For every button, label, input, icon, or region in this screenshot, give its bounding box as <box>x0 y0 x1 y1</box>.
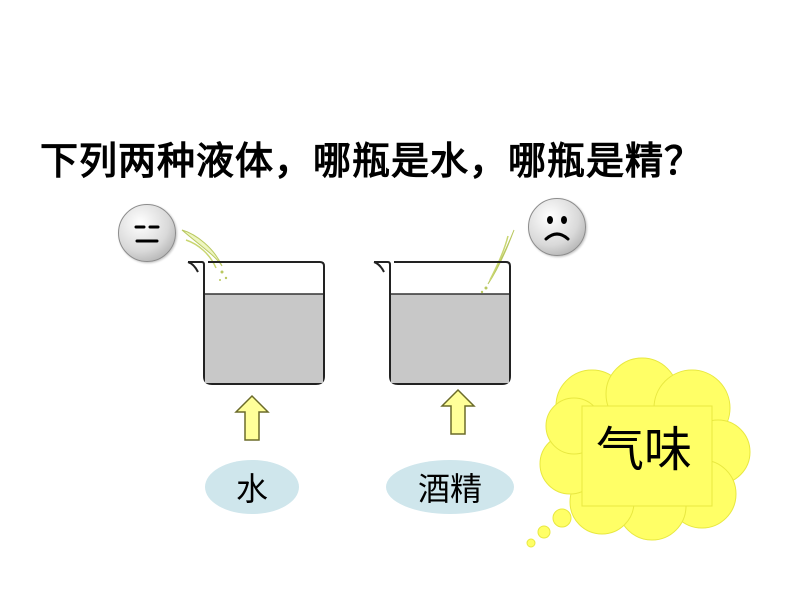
smell-label: 气味 <box>596 422 693 478</box>
thought-cloud <box>526 357 751 548</box>
beaker-water <box>187 261 325 385</box>
up-arrow-icon <box>234 394 270 441</box>
sad-face-icon <box>528 198 586 256</box>
vapor-wisp-right <box>480 229 515 294</box>
question-title: 下列两种液体，哪瓶是水，哪瓶是精？ <box>40 139 704 183</box>
alcohol-label: 酒精 <box>386 460 514 514</box>
water-label: 水 <box>205 460 299 514</box>
neutral-face-icon <box>118 204 176 262</box>
vapor-wisp-left <box>181 229 228 281</box>
beaker-alcohol <box>373 261 511 385</box>
water-label-text: 水 <box>235 470 268 508</box>
up-arrow-icon <box>440 388 476 435</box>
alcohol-label-text: 酒精 <box>417 470 482 508</box>
